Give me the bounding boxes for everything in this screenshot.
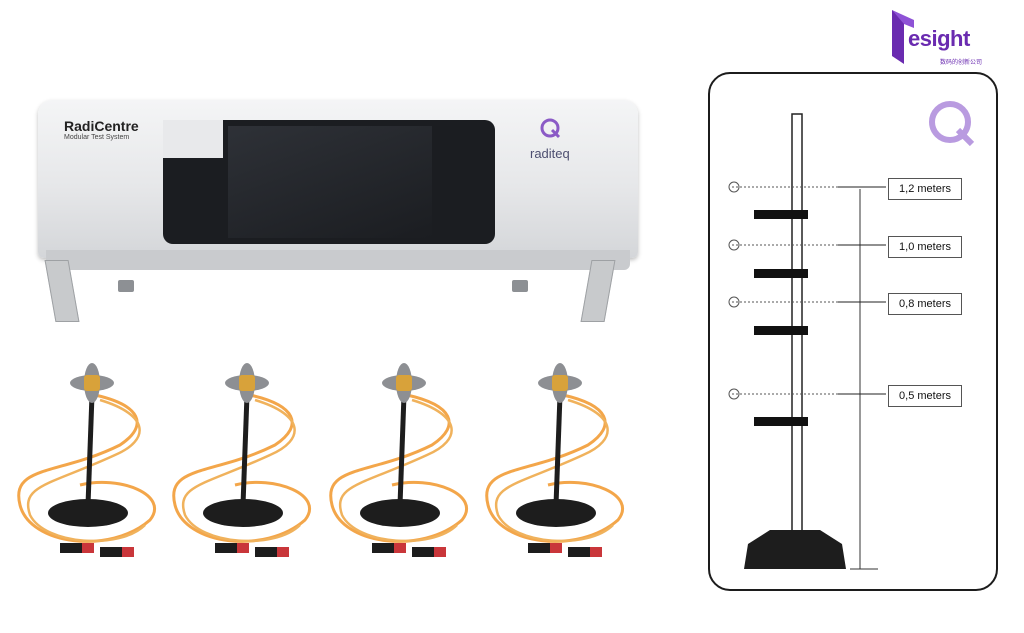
probe-stand-2 <box>174 363 310 557</box>
probe-stand-1 <box>19 363 155 557</box>
device-name: RadiCentre <box>64 118 139 134</box>
diagram-drawing <box>728 101 975 570</box>
height-label-0-8: 0,8 meters <box>888 293 962 315</box>
probe-stand-4 <box>487 363 623 557</box>
logo-mark-icon <box>892 10 914 64</box>
device-brand: raditeq <box>530 146 570 161</box>
height-diagram: 1,2 meters 1,0 meters 0,8 meters 0,5 met… <box>708 72 998 591</box>
logo-subtitle: 数码的创新公司 <box>940 60 983 66</box>
brand-logo: esight 数码的创新公司 <box>890 8 990 68</box>
device-foot-right <box>512 280 528 292</box>
device-foot-left <box>118 280 134 292</box>
probe-set <box>0 355 680 585</box>
device-screen <box>228 126 432 238</box>
raditeq-q-icon <box>540 118 561 139</box>
bezel-notch <box>163 120 223 158</box>
probe-stand-3 <box>331 363 467 557</box>
height-label-1-0: 1,0 meters <box>888 236 962 258</box>
height-label-1-2: 1,2 meters <box>888 178 962 200</box>
device-subtitle: Modular Test System <box>64 134 130 141</box>
height-label-0-5: 0,5 meters <box>888 385 962 407</box>
radicentre-device: RadiCentre Modular Test System raditeq <box>38 100 638 322</box>
device-base <box>46 250 630 270</box>
logo-text: esight <box>908 26 970 51</box>
